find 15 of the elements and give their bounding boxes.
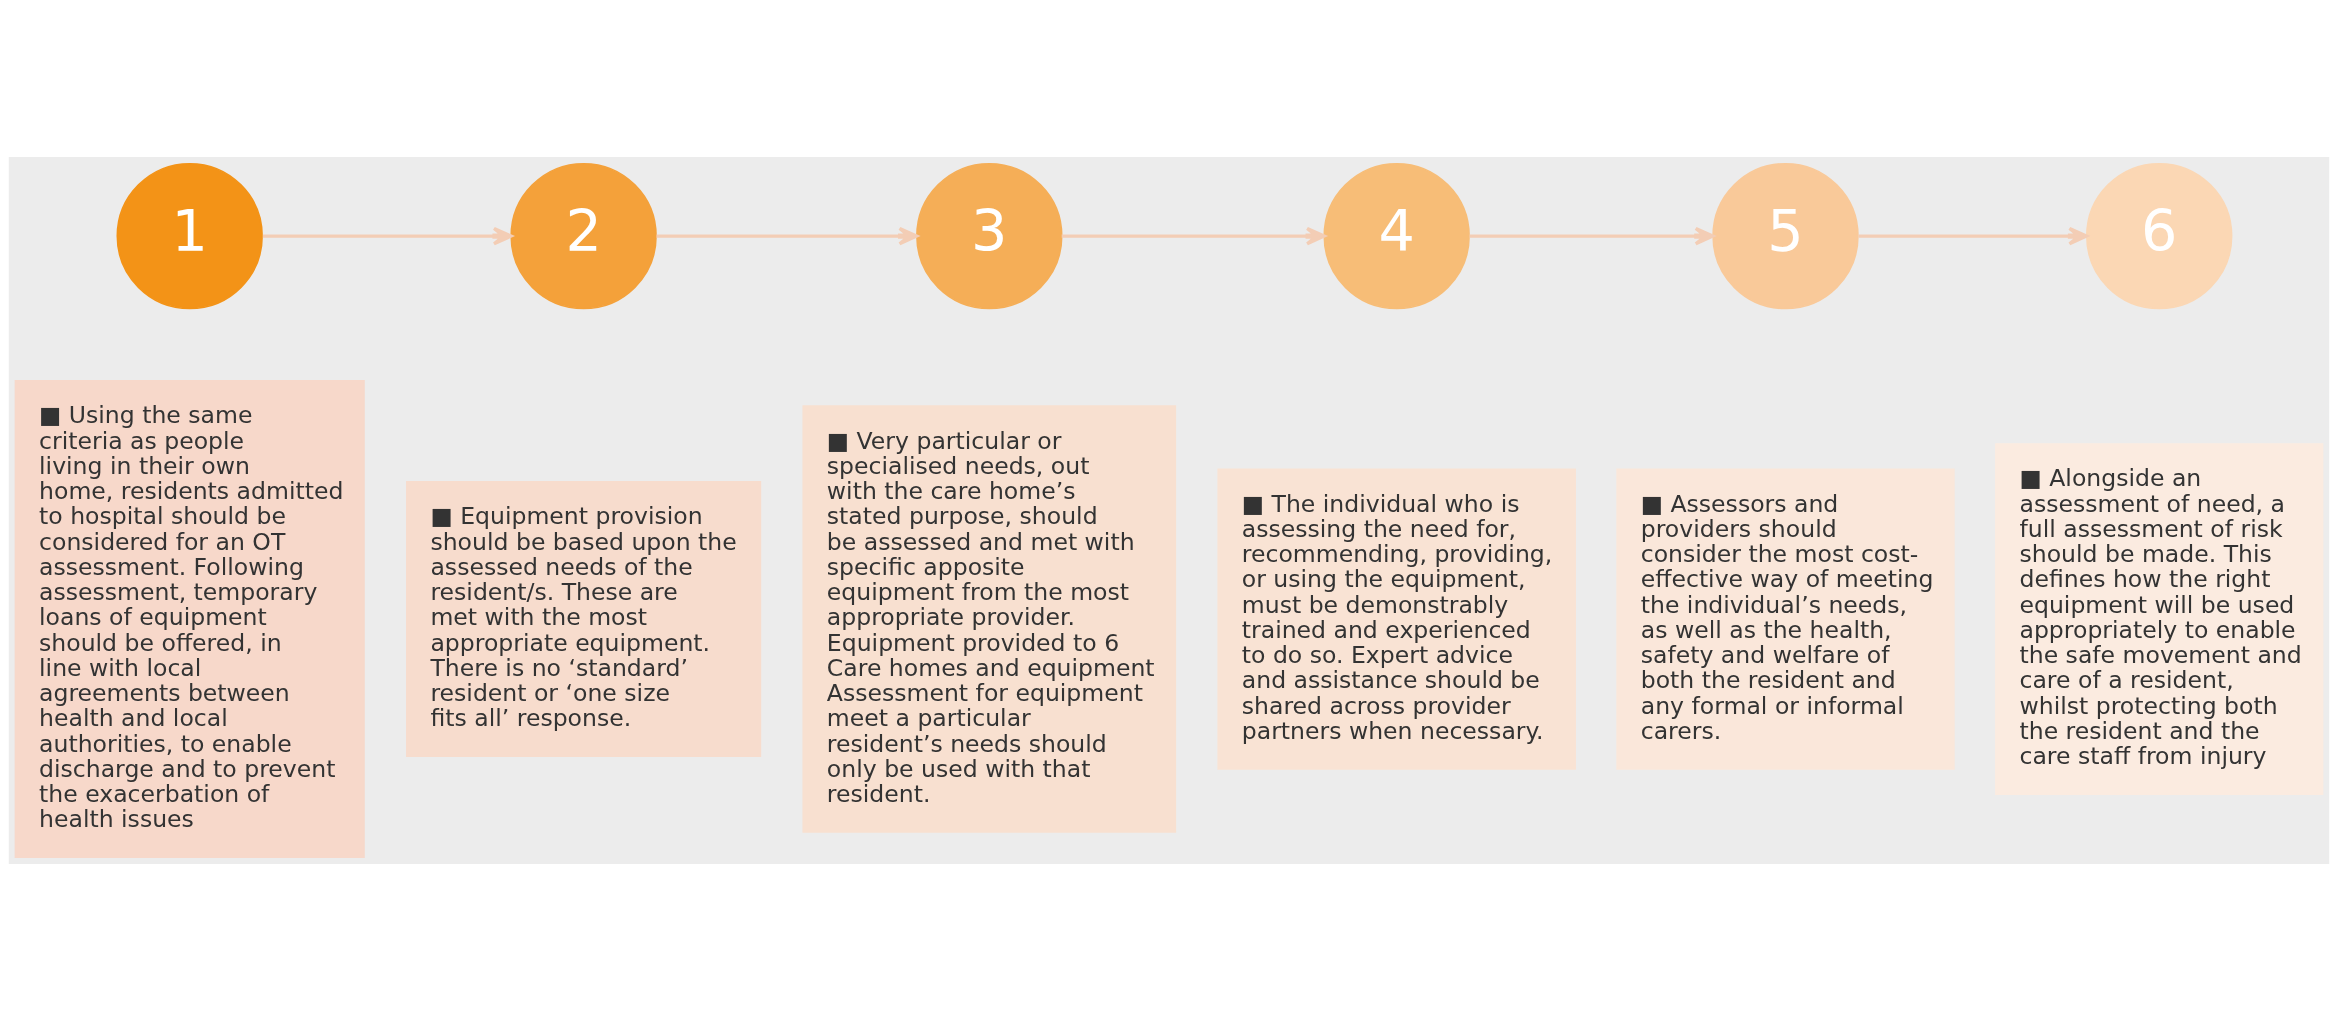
node-box: ■ The individual who is assessing the need for, recommending, providing, or using the equipment, must be demonstrably trained and experienced to do so. Expert advice and assistance should be shared across provider partners when necessary.: [1217, 468, 1576, 770]
arrow: [656, 226, 919, 246]
arrow: [1469, 226, 1715, 246]
node-circle: 1: [116, 162, 263, 310]
node-circle: 3: [916, 162, 1063, 310]
node-box: ■ Very particular or specialised needs, out with the care home’s stated purpose, should be assessed and met with specific apposite equipment from the most appropriate provider. Equipment provided to 6 Care homes and equipment Assessment for equipment meet a particular resident’s needs should only be used with that resident.: [802, 405, 1177, 833]
node-box: ■ Using the same criteria as people living in their own home, residents admitted to hospital should be considered for an OT assessment. Following assessment, temporary loans of equipment should be offered, in line with local agreements between health and local authorities, to enable discharge and to prevent the exacerbation of health issues: [14, 380, 365, 859]
arrow: [1858, 226, 2089, 246]
node-circle: 2: [510, 162, 657, 310]
node-circle: 5: [1712, 162, 1859, 310]
arrow: [262, 226, 513, 246]
node-circle: 6: [2086, 162, 2233, 310]
node-circle: 4: [1323, 162, 1470, 310]
node-box: ■ Equipment provision should be based upon the assessed needs of the resident/s. These are met with the most appropriate equipment. There is no ‘standard’ resident or ‘one size fits all’ response.: [406, 481, 762, 758]
arrow: [1061, 226, 1326, 246]
